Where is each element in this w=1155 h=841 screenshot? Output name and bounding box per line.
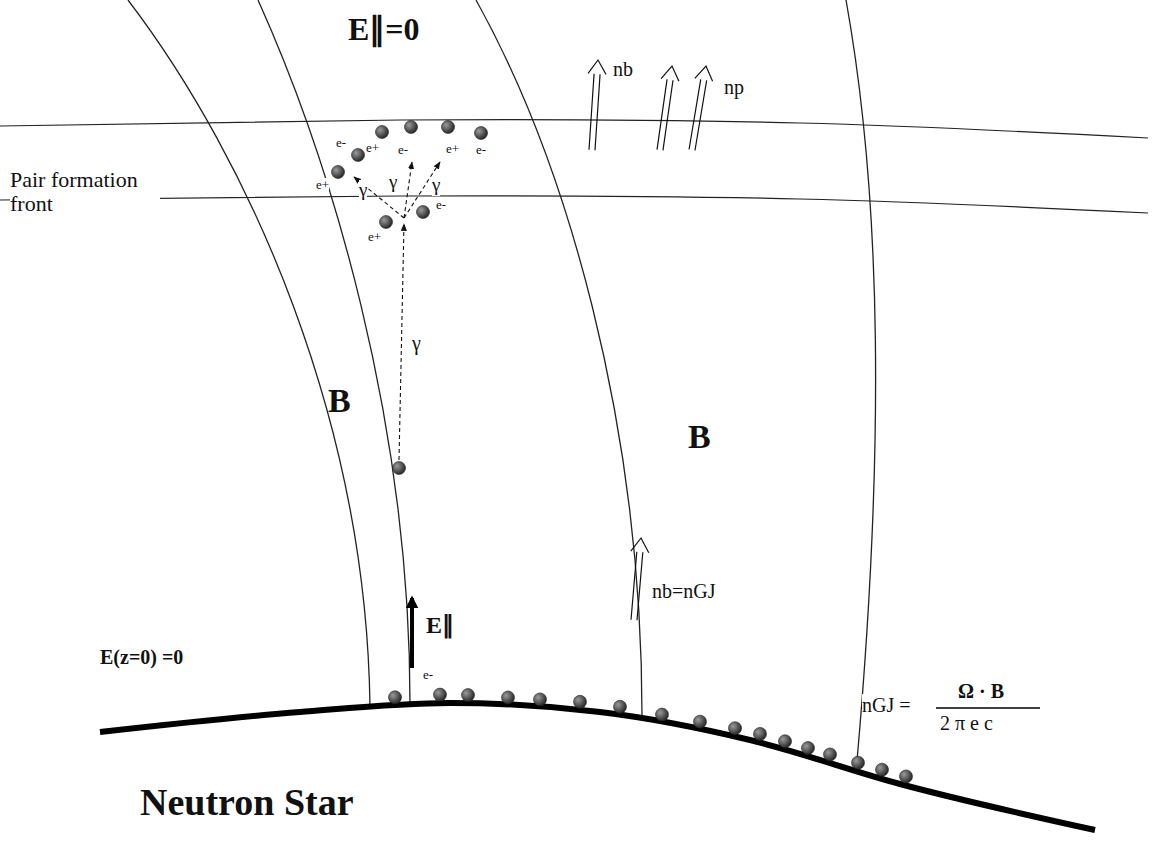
density-label: nb=nGJ (652, 580, 716, 602)
particle (614, 700, 627, 713)
particle (462, 689, 475, 702)
particle (405, 121, 418, 134)
field-line (476, 0, 642, 716)
field-line (846, 0, 876, 772)
particle (574, 695, 587, 708)
front-line (0, 120, 1148, 138)
particle (534, 693, 547, 706)
photon-path (404, 162, 440, 218)
field-line (258, 0, 410, 703)
front-label: Pair formation front (10, 168, 160, 216)
field-label: B (688, 418, 711, 455)
particle (900, 770, 913, 783)
formula-label: nGJ = (862, 694, 911, 716)
fraction-bar (936, 707, 1040, 708)
particle (434, 688, 447, 701)
field-line (128, 0, 370, 706)
particle-label: e+ (316, 178, 329, 192)
density-label: np (724, 76, 744, 98)
particle-label: e- (398, 143, 408, 157)
photon-label: γ (359, 180, 367, 201)
star-label: Neutron Star (140, 782, 354, 824)
particle-label: e+ (366, 141, 379, 155)
particle (332, 166, 345, 179)
particle (694, 715, 707, 728)
particle (802, 742, 815, 755)
formula-label: Ω · B (958, 680, 1004, 702)
photon-label: γ (412, 332, 421, 354)
density-label: nb (613, 58, 633, 80)
formula-label: 2 π e c (940, 712, 993, 734)
boundary-label: E(z=0) =0 (100, 646, 183, 668)
region-label: E∥=0 (348, 12, 420, 47)
field-label: B (328, 382, 351, 419)
particle-label: e- (476, 143, 486, 157)
particle-label: e+ (446, 142, 459, 156)
particle (417, 206, 430, 219)
particle (876, 763, 889, 776)
particle (380, 216, 393, 229)
flow-arrow (689, 66, 713, 150)
photon-path (404, 162, 412, 218)
particle-label: e+ (368, 230, 381, 244)
particle (754, 727, 767, 740)
front-line (0, 196, 1148, 213)
particle (389, 691, 402, 704)
particle-label: e- (436, 198, 446, 212)
particle-label: e- (336, 136, 346, 150)
particle (393, 462, 406, 475)
star-surface (100, 703, 1095, 830)
photon-label: γ (432, 175, 440, 196)
particle (502, 691, 515, 704)
particle (442, 121, 455, 134)
particle (475, 127, 488, 140)
particle (779, 735, 792, 748)
field-label: E∥ (426, 612, 454, 638)
flow-arrow (588, 60, 606, 150)
particle (729, 722, 742, 735)
particle (352, 149, 365, 162)
photon-path (399, 224, 404, 460)
flow-arrow (657, 66, 679, 150)
particle (824, 748, 837, 761)
particle-label: e- (423, 668, 433, 682)
particle (656, 708, 669, 721)
photon-label: γ (389, 172, 397, 193)
flow-arrow (631, 538, 649, 620)
particle (852, 756, 865, 769)
field-arrow (410, 598, 414, 668)
particle (376, 126, 389, 139)
